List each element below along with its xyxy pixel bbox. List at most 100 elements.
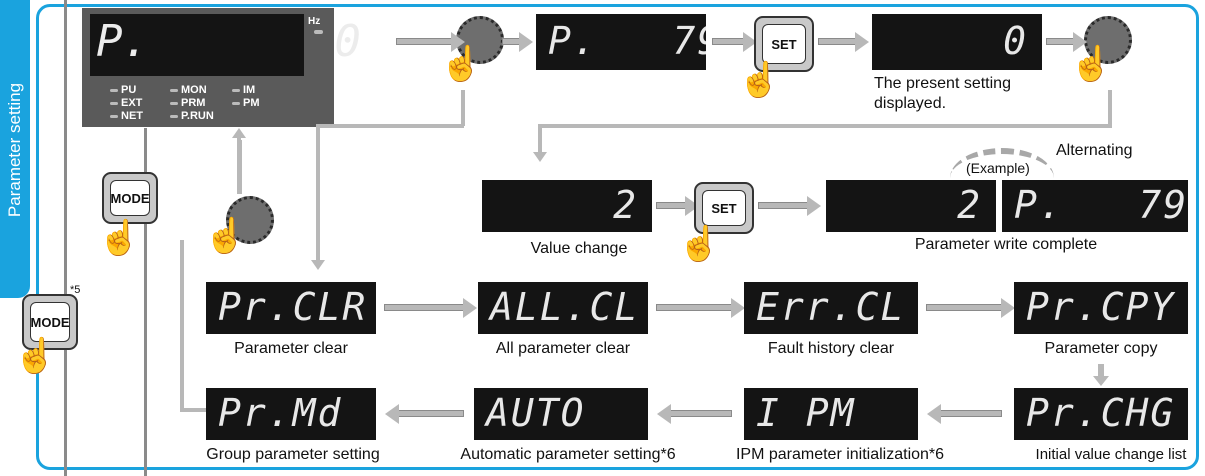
led-pm: PM [232, 97, 260, 109]
flow-arrow [656, 196, 699, 216]
down-arrow-icon [533, 152, 547, 162]
flow-arrow [385, 404, 464, 424]
lcd-display-value: 2 [613, 183, 638, 228]
all-parameter-clear-caption: All parameter clear [495, 340, 631, 357]
flow-arrow [1098, 364, 1104, 378]
lcd-display-value: Pr.CHG [1026, 391, 1176, 436]
flow-arrow [502, 32, 533, 52]
parameter-copy-caption: Parameter copy [1044, 340, 1158, 357]
flow-line [461, 90, 465, 126]
led-mon: MON [170, 84, 207, 96]
lcd-display-value: I PM [756, 391, 856, 436]
flow-arrow [396, 32, 465, 52]
lcd-display: Pr.CPY [1014, 282, 1188, 334]
lcd-display-value: ALL.CL [490, 285, 640, 330]
note-star5: *5 [70, 284, 81, 296]
initial-value-change-caption: Initial value change list [1035, 446, 1187, 463]
flow-line-mid [144, 128, 147, 476]
hz-unit-label: Hz [308, 16, 321, 27]
flow-line [538, 124, 1112, 128]
automatic-parameter-caption: Automatic parameter setting*6 [460, 446, 676, 463]
pressing-hand-icon: ☝ [678, 225, 721, 263]
lcd-display: Pr.CLR [206, 282, 376, 334]
flow-line [180, 408, 206, 412]
setting-dial-icon[interactable] [1084, 16, 1132, 64]
led-pu: PU [110, 84, 136, 96]
lcd-display-value: AUTO [486, 391, 586, 436]
turning-hand-icon: ☝ [204, 217, 247, 255]
flow-line [237, 134, 241, 194]
up-arrow-icon [232, 128, 246, 138]
flow-arrow [657, 404, 732, 424]
lcd-display: ALL.CL [478, 282, 648, 334]
pressing-hand-icon: ☝ [98, 219, 141, 257]
led-im: IM [232, 84, 255, 96]
set-button-label: SET [762, 24, 806, 64]
flow-line [316, 124, 464, 128]
lcd-display-value: Pr.CLR [218, 285, 368, 330]
flow-line [538, 124, 542, 154]
mode-button-secondary-label: MODE [30, 302, 70, 342]
tab-label: Parameter setting [5, 82, 24, 218]
flow-arrow [712, 32, 757, 52]
present-setting-caption: The present setting displayed. [874, 75, 1011, 112]
lcd-display-value: 0 [1003, 19, 1028, 64]
lcd-display: 0 [872, 14, 1042, 70]
lcd-display-value: 2 [957, 183, 982, 228]
fault-history-clear-caption: Fault history clear [767, 340, 895, 357]
set-button-secondary[interactable]: SET [694, 182, 754, 234]
led-prun: P.RUN [170, 110, 214, 122]
mode-button[interactable]: MODE [102, 172, 158, 224]
down-arrow-icon [311, 260, 325, 270]
panel-screen-value: P. 0 [96, 16, 361, 67]
led-ext: EXT [110, 97, 142, 109]
value-change-caption: Value change [530, 240, 628, 257]
alternating-label: Alternating [1056, 142, 1133, 159]
lcd-display: Pr.Md [206, 388, 376, 440]
mode-button-label: MODE [110, 180, 150, 216]
pressing-hand-icon: ☝ [738, 61, 781, 99]
alternating-arrow-icon [950, 148, 1054, 178]
lcd-display: P. 79 [536, 14, 706, 70]
parameter-clear-caption: Parameter clear [234, 340, 348, 357]
flow-arrow [818, 32, 869, 52]
lcd-display: 2 [482, 180, 652, 232]
flow-arrow [384, 298, 477, 318]
flow-line [1108, 90, 1112, 126]
flow-arrow [926, 298, 1015, 318]
lcd-display: Pr.CHG [1014, 388, 1188, 440]
mode-button-secondary[interactable]: MODE [22, 294, 78, 350]
flow-arrow [927, 404, 1002, 424]
write-complete-caption: Parameter write complete [914, 236, 1098, 253]
flow-arrow [758, 196, 821, 216]
flow-line [316, 124, 320, 262]
lcd-display-value: P. 79 [1014, 183, 1188, 228]
parameter-setting-tab: Parameter setting [0, 0, 30, 298]
set-button[interactable]: SET [754, 16, 814, 72]
led-prm: PRM [170, 97, 205, 109]
setting-dial-icon[interactable] [226, 196, 274, 244]
operation-panel-display: P. 0 Hz PU EXT NET MON PRM P.RUN IM PM [82, 8, 361, 127]
flow-arrow [1046, 32, 1087, 52]
lcd-display-value: P. 79 [548, 19, 706, 64]
lcd-display: 2 [826, 180, 996, 232]
flow-line [180, 240, 184, 410]
flow-arrow [656, 298, 745, 318]
group-parameter-caption: Group parameter setting [206, 446, 380, 463]
down-arrow-icon [1093, 376, 1109, 386]
panel-screen: P. 0 [90, 14, 361, 76]
led-net: NET [110, 110, 143, 122]
lcd-display: AUTO [474, 388, 648, 440]
lcd-display: P. 79 [1002, 180, 1188, 232]
ipm-parameter-caption: IPM parameter initialization*6 [735, 446, 945, 463]
lcd-display-value: Pr.CPY [1026, 285, 1176, 330]
lcd-display: Err.CL [744, 282, 918, 334]
lcd-display-value: Pr.Md [218, 391, 343, 436]
flow-line-left [64, 0, 67, 476]
pressing-hand-icon: ☝ [14, 337, 57, 375]
set-button-secondary-label: SET [702, 190, 746, 226]
lcd-display: I PM [744, 388, 918, 440]
lcd-display-value: Err.CL [756, 285, 906, 330]
hz-led [314, 30, 323, 34]
